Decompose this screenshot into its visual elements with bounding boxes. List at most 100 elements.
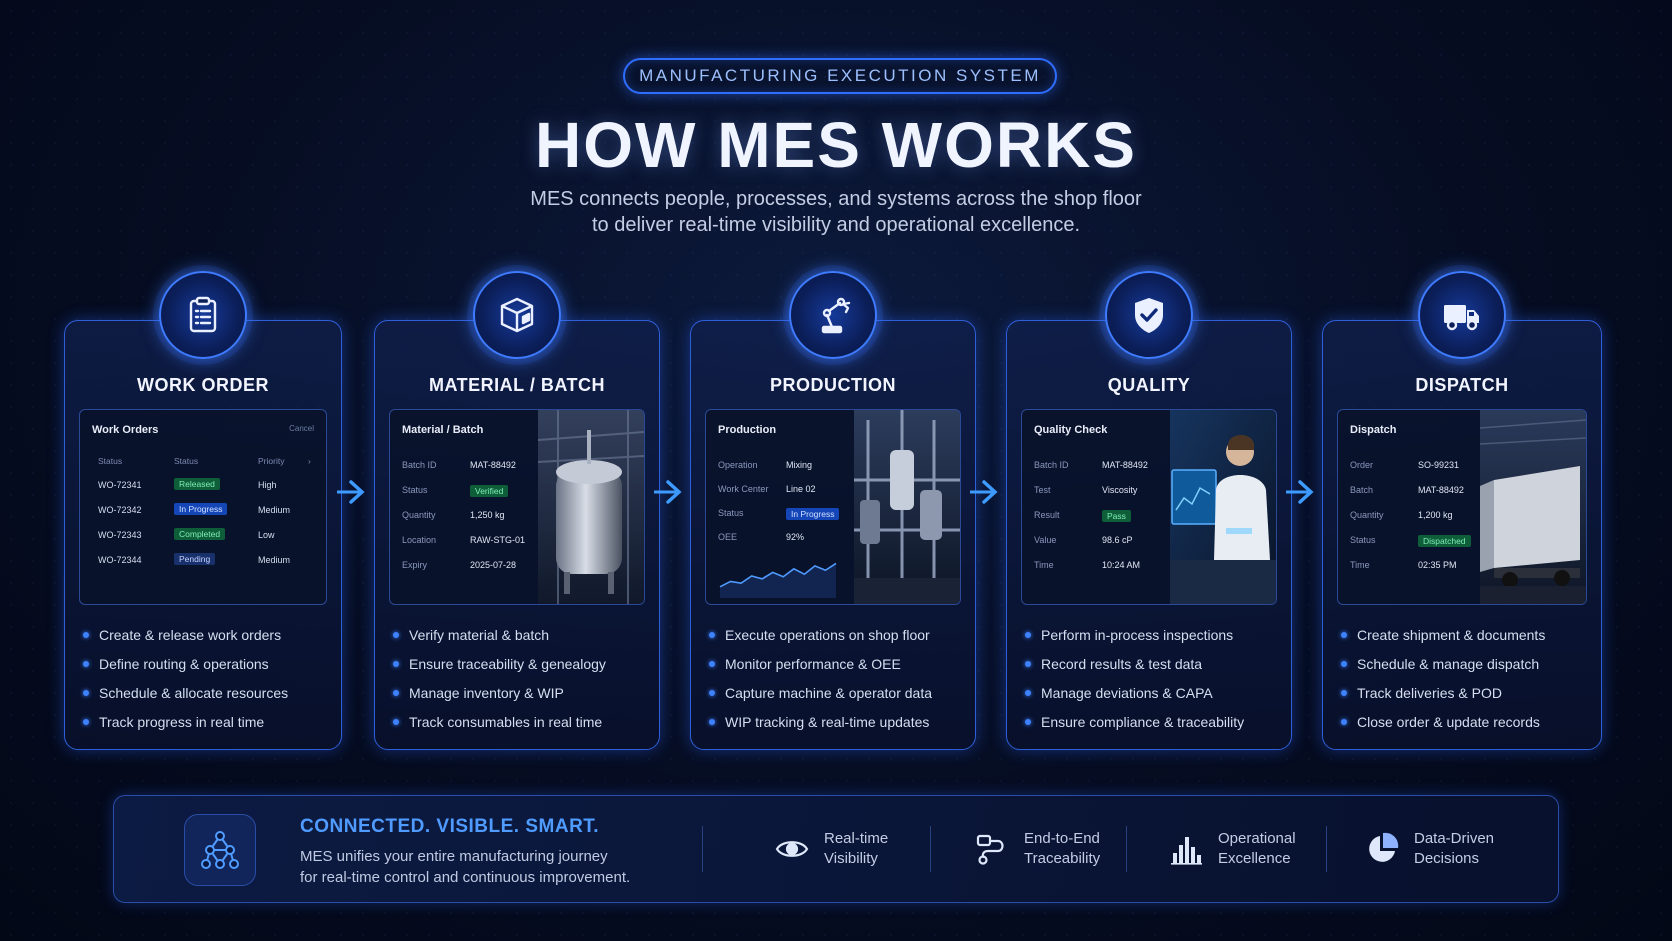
feature-label: Real-time bbox=[824, 830, 889, 847]
bullet-item: Monitor performance & OEE bbox=[707, 653, 965, 682]
table-row-id[interactable]: WO-72341 bbox=[98, 480, 142, 490]
bullet-item: Track consumables in real time bbox=[391, 711, 649, 740]
bullet-item: Schedule & allocate resources bbox=[81, 682, 331, 711]
trend-area bbox=[720, 563, 836, 598]
table-row-id[interactable]: WO-72344 bbox=[98, 555, 142, 565]
priority-cell: High bbox=[258, 480, 277, 490]
step-title: WORK ORDER bbox=[137, 375, 269, 395]
bullet-item: Create shipment & documents bbox=[1339, 624, 1591, 653]
status-badge: Verified bbox=[470, 485, 509, 497]
network-icon bbox=[184, 814, 256, 886]
table-row-id[interactable]: WO-72343 bbox=[98, 530, 142, 540]
step-card-material-batch: MATERIAL / BATCH Material / Batch Batch … bbox=[374, 271, 660, 750]
page-subtitle: MES connects people, processes, and syst… bbox=[0, 186, 1672, 238]
status-badge: Completed bbox=[174, 528, 226, 540]
system-badge-label: MANUFACTURING EXECUTION SYSTEM bbox=[639, 66, 1041, 85]
page-title: HOW MES WORKS bbox=[535, 109, 1137, 181]
eye-icon bbox=[775, 841, 809, 857]
panel-title: Quality Check bbox=[1034, 424, 1108, 436]
status-badge: In Progress bbox=[786, 508, 840, 520]
step-title: PRODUCTION bbox=[770, 375, 896, 395]
footer-desc-line-2: for real-time control and continuous imp… bbox=[300, 869, 631, 886]
truck-warehouse-photo bbox=[1480, 410, 1586, 604]
shield-check-icon bbox=[1105, 271, 1193, 359]
footer-divider bbox=[930, 826, 931, 872]
bullet-item: Ensure compliance & traceability bbox=[1023, 711, 1281, 740]
status-badge: Pending bbox=[174, 553, 216, 565]
feature-label: Data-Driven bbox=[1414, 830, 1495, 847]
bullet-item: Manage inventory & WIP bbox=[391, 682, 649, 711]
subtitle-line-1: MES connects people, processes, and syst… bbox=[530, 188, 1142, 210]
bullet-item: Ensure traceability & genealogy bbox=[391, 653, 649, 682]
bullet-item: WIP tracking & real-time updates bbox=[707, 711, 965, 740]
footer-divider bbox=[1326, 826, 1327, 872]
lab-technician-photo bbox=[1170, 410, 1276, 604]
priority-cell: Medium bbox=[258, 555, 291, 565]
step-bullets: Verify material & batch Ensure traceabil… bbox=[391, 624, 649, 740]
box-icon bbox=[473, 271, 561, 359]
feature-label: Visibility bbox=[824, 850, 878, 867]
bullet-item: Record results & test data bbox=[1023, 653, 1281, 682]
step-bullets: Execute operations on shop floor Monitor… bbox=[707, 624, 965, 740]
status-badge: Pass bbox=[1102, 510, 1131, 522]
footer-divider bbox=[1126, 826, 1127, 872]
column-header: › bbox=[308, 456, 311, 466]
chevron-right-icon bbox=[654, 480, 682, 504]
status-badge: In Progress bbox=[174, 503, 228, 515]
table-row-id[interactable]: WO-72342 bbox=[98, 505, 142, 515]
subtitle-line-2: to deliver real-time visibility and oper… bbox=[591, 214, 1081, 236]
clipboard-icon bbox=[159, 271, 247, 359]
column-header: Status bbox=[174, 456, 199, 466]
storage-tank-photo bbox=[538, 410, 644, 604]
bullet-item: Track deliveries & POD bbox=[1339, 682, 1591, 711]
bullet-item: Schedule & manage dispatch bbox=[1339, 653, 1591, 682]
step-title: QUALITY bbox=[1107, 375, 1191, 395]
summary-footer: CONNECTED. VISIBLE. SMART. MES unifies y… bbox=[113, 795, 1559, 903]
panel-title: Work Orders bbox=[92, 424, 159, 436]
bullet-item: Execute operations on shop floor bbox=[707, 624, 965, 653]
production-line-photo bbox=[854, 410, 960, 604]
feature-label: Excellence bbox=[1218, 850, 1291, 867]
status-badge: Released bbox=[174, 478, 220, 490]
chevron-right-icon bbox=[1286, 480, 1314, 504]
feature-label: End-to-End bbox=[1024, 830, 1100, 847]
panel-cancel-link[interactable]: Cancel bbox=[289, 424, 314, 433]
footer-description: MES unifies your entire manufacturing jo… bbox=[300, 846, 720, 888]
status-badge: Dispatched bbox=[1418, 535, 1471, 547]
step-title: DISPATCH bbox=[1415, 375, 1509, 395]
system-badge: MANUFACTURING EXECUTION SYSTEM bbox=[623, 58, 1057, 94]
bullet-item: Track progress in real time bbox=[81, 711, 331, 740]
bullet-item: Define routing & operations bbox=[81, 653, 331, 682]
step-bullets: Create shipment & documents Schedule & m… bbox=[1339, 624, 1591, 740]
step-title: MATERIAL / BATCH bbox=[429, 375, 605, 395]
robot-arm-icon bbox=[789, 271, 877, 359]
column-header: Priority bbox=[258, 456, 285, 466]
bullet-item: Manage deviations & CAPA bbox=[1023, 682, 1281, 711]
trend-line bbox=[719, 562, 837, 588]
footer-divider bbox=[702, 826, 703, 872]
footer-title: CONNECTED. VISIBLE. SMART. bbox=[300, 816, 600, 837]
panel-title: Production bbox=[718, 424, 777, 436]
bullet-item: Verify material & batch bbox=[391, 624, 649, 653]
panel-title: Dispatch bbox=[1350, 424, 1397, 436]
chevron-right-icon bbox=[970, 480, 998, 504]
